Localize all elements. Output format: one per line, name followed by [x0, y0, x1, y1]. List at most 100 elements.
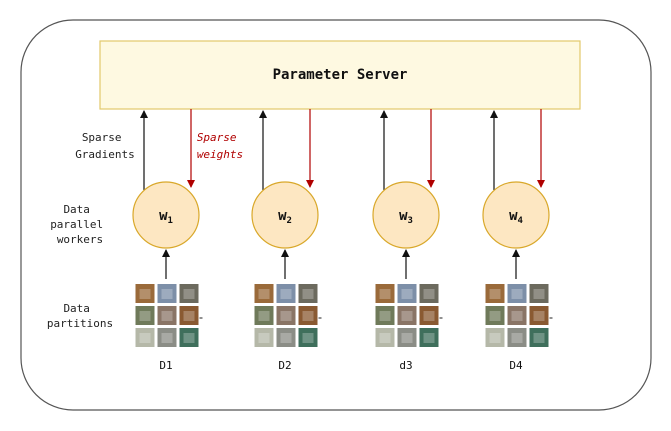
image-tile-detail: [489, 333, 501, 343]
image-tile-detail: [280, 289, 292, 299]
image-tile: [157, 328, 177, 347]
image-tile-detail: [183, 311, 195, 321]
partition-label-3: d3: [399, 359, 412, 372]
image-tile: [375, 284, 395, 303]
data-parallel-workers-line-3: workers: [57, 233, 103, 246]
sparse-gradients-label: Sparse Gradients: [75, 131, 135, 161]
image-tile-detail: [161, 333, 173, 343]
data-parallel-workers-line-2: parallel: [50, 218, 103, 231]
worker-node-3: [372, 181, 440, 249]
worker-node-4: [482, 181, 550, 249]
image-tile-detail: [489, 289, 501, 299]
image-tile: [397, 328, 417, 347]
worker-subscript-2: 2: [287, 216, 292, 226]
image-tile-detail: [401, 311, 413, 321]
image-tile: [485, 284, 505, 303]
image-tile: [419, 328, 439, 347]
worker-name-2: w: [278, 208, 287, 224]
image-tile: [529, 328, 549, 347]
image-tile-detail: [139, 289, 151, 299]
image-tile-detail: [379, 289, 391, 299]
image-tile-detail: [280, 311, 292, 321]
image-tile: [397, 284, 417, 303]
worker-subscript-1: 1: [168, 216, 173, 226]
image-tile: [135, 284, 155, 303]
data-parallel-workers-label: Data parallel workers: [50, 203, 110, 246]
image-tile: [157, 284, 177, 303]
image-tile-detail: [161, 311, 173, 321]
worker-group-3: w3 d3: [372, 109, 443, 372]
image-tile: [276, 306, 296, 325]
image-tile-detail: [183, 289, 195, 299]
partition-images-4: [485, 284, 553, 347]
image-tile-detail: [401, 289, 413, 299]
image-tile: [397, 306, 417, 325]
image-tile-detail: [302, 289, 314, 299]
worker-name-4: w: [509, 208, 518, 224]
sparse-gradients-line-1: Sparse: [82, 131, 122, 144]
image-tile: [485, 328, 505, 347]
image-tile-detail: [280, 333, 292, 343]
image-tile-detail: [258, 311, 270, 321]
parameter-server-title: Parameter Server: [273, 67, 408, 83]
image-tile-detail: [423, 333, 435, 343]
image-tile-detail: [511, 333, 523, 343]
image-tile: [529, 284, 549, 303]
image-tile-detail: [258, 289, 270, 299]
image-tile-detail: [379, 333, 391, 343]
parameter-server-box: [99, 40, 581, 110]
image-tile: [179, 284, 199, 303]
worker-label-4: w4: [509, 208, 523, 226]
partition-images-3: [375, 284, 443, 347]
worker-label-2: w2: [278, 208, 292, 226]
image-tile-detail: [183, 333, 195, 343]
image-tile-detail: [139, 311, 151, 321]
image-tile: [298, 306, 318, 325]
partition-images-1: [135, 284, 203, 347]
data-parallel-workers-line-1: Data: [63, 203, 90, 216]
image-tile: [135, 328, 155, 347]
image-tile: [375, 328, 395, 347]
image-tile-detail: [379, 311, 391, 321]
image-tile-detail: [302, 333, 314, 343]
image-tile: [375, 306, 395, 325]
data-partitions-label: Data partitions: [47, 302, 113, 330]
partition-label-2: D2: [278, 359, 291, 372]
worker-name-3: w: [399, 208, 408, 224]
image-tile: [507, 328, 527, 347]
image-tile-detail: [401, 333, 413, 343]
worker-node-2: [251, 181, 319, 249]
image-tile-detail: [511, 311, 523, 321]
image-tile: [179, 328, 199, 347]
image-tile-detail: [423, 289, 435, 299]
image-tile: [157, 306, 177, 325]
image-tile-detail: [423, 311, 435, 321]
worker-name-1: w: [159, 208, 168, 224]
image-tile: [507, 306, 527, 325]
worker-label-1: w1: [159, 208, 173, 226]
worker-node-1: [132, 181, 200, 249]
worker-label-3: w3: [399, 208, 413, 226]
worker-subscript-3: 3: [408, 216, 413, 226]
image-tile: [507, 284, 527, 303]
image-tile-detail: [489, 311, 501, 321]
image-tile: [419, 284, 439, 303]
image-tile: [276, 328, 296, 347]
sparse-weights-line-1: Sparse: [197, 131, 237, 144]
image-tile-detail: [533, 289, 545, 299]
image-tile-detail: [533, 311, 545, 321]
image-tile: [254, 328, 274, 347]
image-tile: [135, 306, 155, 325]
worker-subscript-4: 4: [518, 216, 524, 226]
partition-label-4: D4: [509, 359, 523, 372]
image-tile-detail: [139, 333, 151, 343]
image-tile-detail: [161, 289, 173, 299]
image-tile: [419, 306, 439, 325]
data-partitions-line-1: Data: [63, 302, 90, 315]
image-tile-detail: [302, 311, 314, 321]
